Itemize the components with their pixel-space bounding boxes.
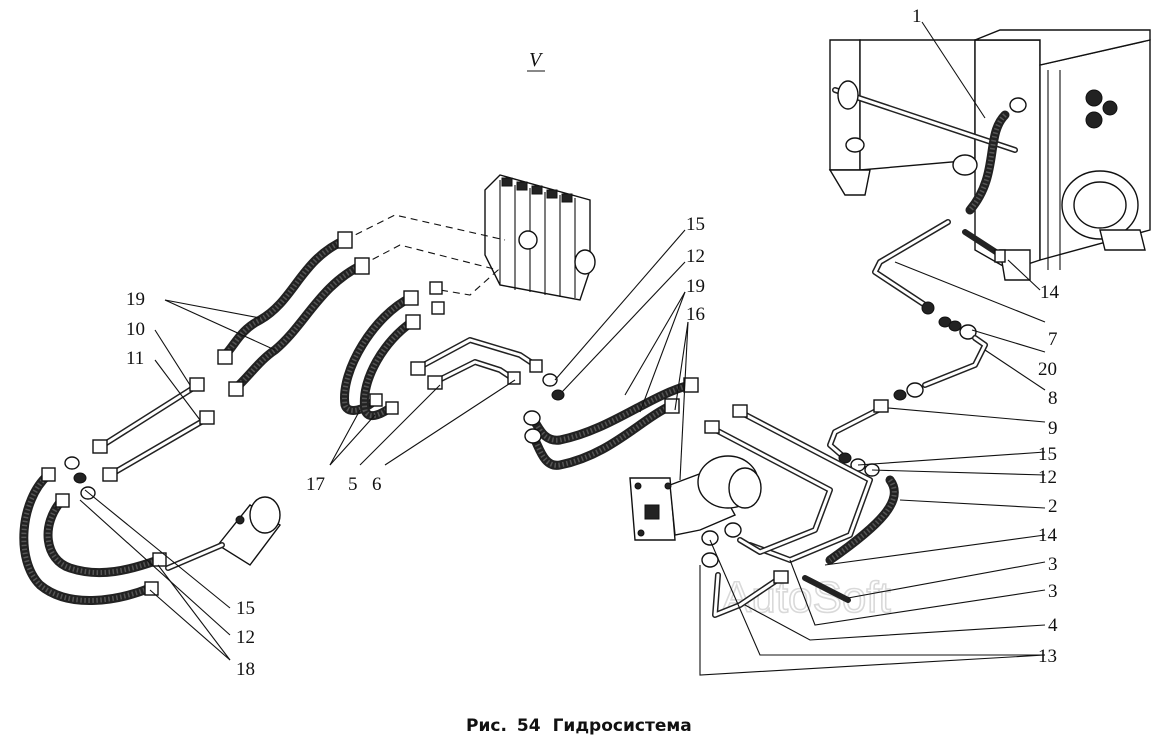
label-9: 9	[1048, 418, 1058, 439]
label-1: 1	[912, 6, 922, 27]
washer-15-mid	[542, 373, 558, 387]
leader-5	[359, 384, 441, 466]
label-14a: 14	[1040, 282, 1060, 303]
label-5: 5	[348, 474, 358, 495]
label-14b: 14	[1038, 525, 1058, 546]
washer-12-mid	[551, 389, 565, 401]
leader-2	[899, 499, 1046, 509]
figure-caption: Рис. 54 Гидросистема	[466, 716, 692, 736]
label-12-mid: 12	[686, 246, 705, 267]
dash-line-1	[344, 214, 506, 241]
label-8: 8	[1048, 388, 1058, 409]
leader-6	[384, 379, 516, 466]
leader-14a	[1007, 259, 1041, 291]
cylinder-fitting	[165, 496, 282, 571]
label-12a: 12	[1038, 467, 1057, 488]
part-20	[938, 316, 977, 340]
view-label: V	[529, 49, 544, 71]
nut-13-c	[701, 552, 719, 568]
leader-17-b	[329, 414, 376, 466]
leader-4	[744, 604, 1046, 641]
leader-9	[887, 407, 1046, 423]
bolt-14-lower	[802, 575, 851, 603]
leader-18-b	[157, 564, 231, 661]
fitting-a	[429, 281, 443, 295]
leader-13a	[709, 539, 1045, 656]
label-16: 16	[686, 304, 705, 325]
fitting-b	[431, 301, 445, 315]
leader-13b	[699, 565, 1046, 676]
leader-15-mid	[554, 229, 686, 381]
label-10: 10	[126, 319, 145, 340]
leader-19-mid-a	[639, 291, 686, 413]
leader-15-left	[84, 489, 231, 609]
label-11: 11	[126, 348, 144, 369]
hose-2	[825, 475, 899, 565]
leader-16-b	[674, 321, 689, 411]
leader-14b	[824, 534, 1046, 566]
caption-prefix: Рис.	[466, 716, 507, 736]
hydraulic-pump	[629, 455, 762, 541]
label-19-mid: 19	[686, 276, 705, 297]
leader-16	[679, 321, 689, 481]
leader-8	[984, 349, 1046, 391]
leader-12-mid	[561, 261, 686, 393]
leader-1	[921, 21, 986, 119]
nut-13-b	[701, 530, 719, 546]
label-15-left: 15	[236, 598, 255, 619]
leader-17-a	[329, 409, 361, 466]
leader-12a	[871, 469, 1046, 476]
dash-line-2	[361, 244, 500, 296]
leader-15a	[857, 451, 1046, 466]
label-20: 20	[1038, 359, 1057, 380]
label-4: 4	[1048, 615, 1058, 636]
label-15a: 15	[1038, 444, 1057, 465]
label-19-left: 19	[126, 289, 145, 310]
leader-3b	[789, 559, 1046, 626]
label-7: 7	[1048, 329, 1058, 350]
leader-11	[154, 359, 201, 421]
leader-12-left	[79, 499, 231, 636]
caption-number: 54	[517, 716, 541, 736]
label-18: 18	[236, 659, 255, 680]
label-15-mid: 15	[686, 214, 705, 235]
leader-10	[154, 329, 191, 386]
hydraulic-tank	[828, 29, 1151, 281]
label-6: 6	[372, 474, 382, 495]
leader-18-a	[149, 589, 231, 661]
label-2: 2	[1048, 496, 1058, 517]
leader-7	[894, 261, 1046, 323]
caption-title: Гидросистема	[553, 716, 692, 736]
label-3b: 3	[1048, 581, 1058, 602]
leader-3a	[847, 561, 1046, 599]
leader-19-left-b	[164, 299, 276, 351]
label-3a: 3	[1048, 554, 1058, 575]
nut-13-a	[724, 522, 742, 538]
leader-19-mid-b	[624, 291, 686, 396]
label-17: 17	[306, 474, 325, 495]
tube-7	[872, 219, 951, 308]
leader-19-left-a	[164, 299, 261, 319]
distributor-valve	[484, 174, 596, 301]
hose-16-mid	[530, 400, 677, 470]
label-12-left: 12	[236, 627, 255, 648]
label-13: 13	[1038, 646, 1057, 667]
leader-20	[971, 329, 1046, 353]
